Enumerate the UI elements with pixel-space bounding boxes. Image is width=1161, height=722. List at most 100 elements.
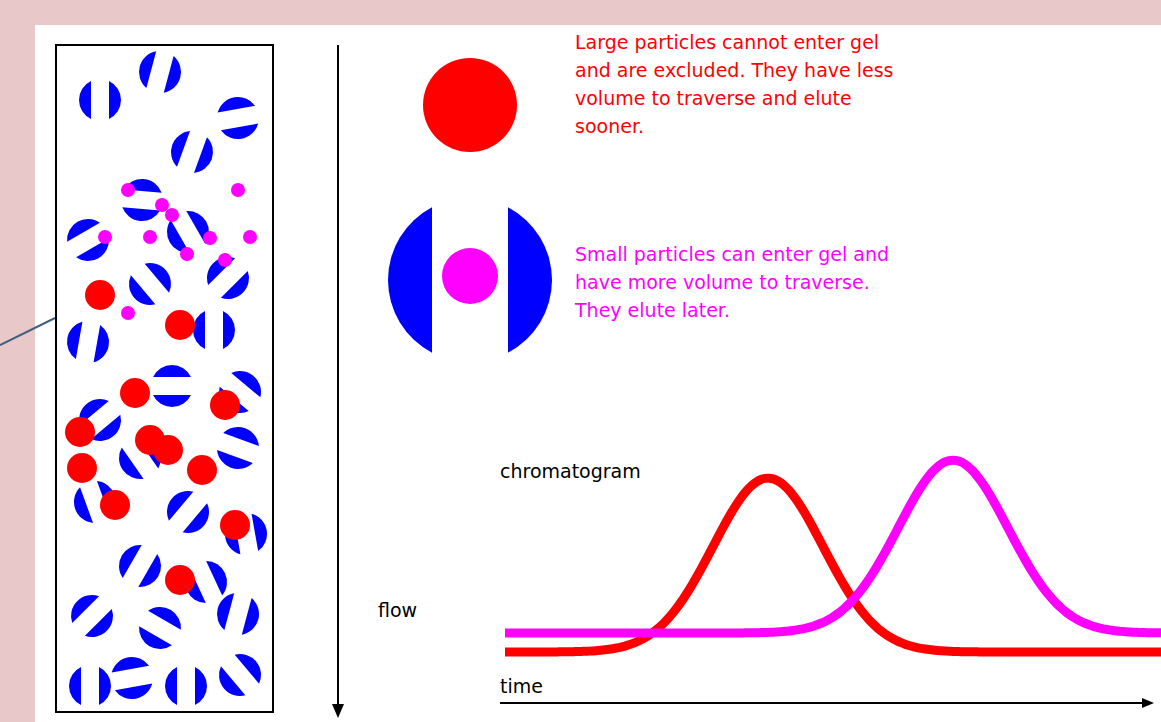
- bead-half: [242, 598, 263, 638]
- bead-half: [76, 238, 115, 267]
- small-particle: [203, 231, 217, 245]
- bead-half: [94, 325, 112, 364]
- gel-bead: [388, 207, 552, 352]
- small-particle: [180, 247, 194, 261]
- bead-half: [200, 250, 235, 285]
- bead-half: [85, 609, 120, 644]
- large-particle: [165, 565, 195, 595]
- bead-half: [153, 365, 191, 377]
- bead-half: [165, 667, 177, 705]
- flow-arrow-line: [337, 45, 339, 706]
- bead-half: [221, 271, 256, 306]
- large-particle: [67, 453, 97, 483]
- gel-bead: [166, 127, 218, 177]
- large-particle: [65, 417, 95, 447]
- bead-half: [206, 556, 233, 595]
- bead-half: [64, 588, 99, 623]
- bead-half: [115, 684, 154, 702]
- flow-arrow-head: [332, 704, 344, 718]
- bead-half: [61, 212, 100, 241]
- gel-bead: [79, 81, 121, 119]
- bead-half: [112, 539, 141, 578]
- axis-label: flow: [378, 596, 458, 624]
- column-packing: [61, 48, 270, 705]
- gel-bead: [165, 667, 207, 705]
- bead-half: [133, 626, 172, 655]
- gel-bead: [112, 539, 167, 593]
- column-outline: [56, 45, 273, 712]
- gel-bead: [64, 588, 121, 645]
- time-axis-head: [1142, 698, 1154, 708]
- gel-bead: [135, 48, 185, 96]
- large-particle: [220, 510, 250, 540]
- bead-half: [145, 256, 179, 293]
- small-particle: [231, 183, 245, 197]
- bead-half: [213, 450, 253, 474]
- small-particle: [165, 208, 179, 222]
- small-particle: [243, 230, 257, 244]
- bead-half: [121, 207, 160, 222]
- bead-half: [508, 207, 552, 352]
- bead-half: [223, 422, 263, 446]
- chart-title: chromatogram: [500, 457, 720, 485]
- gel-bead: [61, 212, 115, 267]
- small-particle: [143, 230, 157, 244]
- large-particle: [85, 280, 115, 310]
- bead-half: [388, 207, 432, 352]
- bead-half: [99, 667, 111, 705]
- small-particle: [98, 230, 112, 244]
- bead-half: [109, 81, 121, 119]
- small-note: Small particles can enter gel and have m…: [575, 240, 920, 324]
- gel-bead: [160, 484, 217, 540]
- large-particle: [423, 58, 517, 152]
- bead-half: [135, 48, 156, 88]
- gel-bead: [64, 320, 112, 365]
- bead-half: [64, 320, 82, 359]
- small-particle: [442, 248, 498, 304]
- bead-half: [212, 666, 246, 703]
- bead-half: [69, 487, 93, 527]
- small-particle: [121, 306, 135, 320]
- large-note: Large particles cannot enter gel and are…: [575, 28, 920, 140]
- large-particle: [187, 455, 217, 485]
- time-axis: [500, 702, 1146, 704]
- bead-half: [138, 554, 167, 593]
- small-particle: [155, 198, 169, 212]
- gel-bead: [213, 422, 263, 474]
- bead-half: [193, 311, 205, 349]
- small-particle: [121, 183, 135, 197]
- axis-label: time: [500, 672, 580, 700]
- leader-line: [0, 318, 55, 345]
- bead-half: [110, 654, 149, 672]
- bead-half: [160, 484, 194, 521]
- small-particle: [218, 253, 232, 267]
- gel-bead: [69, 667, 111, 705]
- bead-half: [221, 124, 260, 142]
- gel-bead: [193, 311, 235, 349]
- panel-ground: [35, 25, 1161, 722]
- gel-bead: [216, 94, 261, 142]
- bead-half: [235, 647, 269, 684]
- gel-bead: [153, 365, 191, 407]
- bead-half: [252, 512, 270, 551]
- chromatogram-curves: [505, 460, 1161, 652]
- gel-bead: [110, 654, 155, 702]
- gel-bead: [388, 207, 552, 352]
- bead-half: [79, 81, 91, 119]
- gel-bead: [133, 600, 187, 655]
- bead-half: [183, 503, 217, 540]
- gel-bead: [200, 250, 257, 307]
- bead-half: [223, 311, 235, 349]
- large-particle: [120, 378, 150, 408]
- bead-half: [69, 667, 81, 705]
- small-peak: [505, 460, 1161, 633]
- large-particle: [100, 490, 130, 520]
- large-particle: [210, 390, 240, 420]
- bead-half: [195, 667, 207, 705]
- bead-half: [213, 590, 234, 630]
- bead-half: [166, 127, 190, 167]
- bead-half: [91, 415, 128, 449]
- bead-half: [112, 448, 144, 486]
- bead-half: [153, 395, 191, 407]
- large-particle: [135, 425, 165, 455]
